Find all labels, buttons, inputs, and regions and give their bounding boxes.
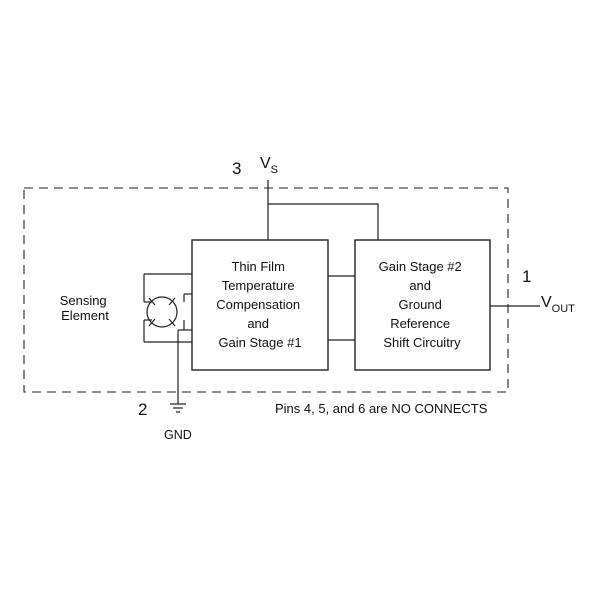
no-connect-note: Pins 4, 5, and 6 are NO CONNECTS: [275, 401, 488, 416]
stage2-line-4: Reference: [390, 316, 450, 331]
vs-pin-number: 3: [232, 159, 241, 178]
stage1-block: [191, 239, 329, 371]
sensing-element-label: Sensing Element: [60, 293, 111, 323]
stage2-line-5: Shift Circuitry: [383, 335, 461, 350]
stage1-line-2: Temperature: [222, 278, 295, 293]
vout-pin-label: VOUT: [541, 294, 575, 315]
ground-icon: [170, 403, 186, 413]
stage2-block: [354, 239, 491, 371]
vs-pin-label-sub: S: [271, 164, 278, 176]
stage1-line-4: and: [247, 316, 269, 331]
gnd-pin-label: GND: [164, 428, 192, 442]
package-outline: [23, 187, 509, 393]
vs-pin-label: VS: [260, 155, 278, 176]
stage2-line-3: Ground: [399, 297, 442, 312]
vout-pin-number: 1: [522, 267, 531, 286]
sensing-element-line-2: Element: [61, 308, 109, 323]
vs-pin-label-main: V: [260, 155, 271, 172]
stage2-label: Gain Stage #2 and Ground Reference Shift…: [379, 259, 466, 350]
stage2-line-2: and: [409, 278, 431, 293]
stage1-line-1: Thin Film: [231, 259, 284, 274]
gnd-pin-number: 2: [138, 400, 147, 419]
stage1-line-5: Gain Stage #1: [218, 335, 301, 350]
vout-pin-label-main: V: [541, 294, 552, 311]
stage1-label: Thin Film Temperature Compensation and G…: [216, 259, 303, 350]
vs-to-stage2-wire: [268, 203, 379, 240]
sensing-element-line-1: Sensing: [60, 293, 107, 308]
sensing-element-symbol: [143, 273, 192, 343]
vout-pin-label-sub: OUT: [552, 303, 576, 315]
stage1-line-3: Compensation: [216, 297, 300, 312]
stage2-line-1: Gain Stage #2: [379, 259, 462, 274]
